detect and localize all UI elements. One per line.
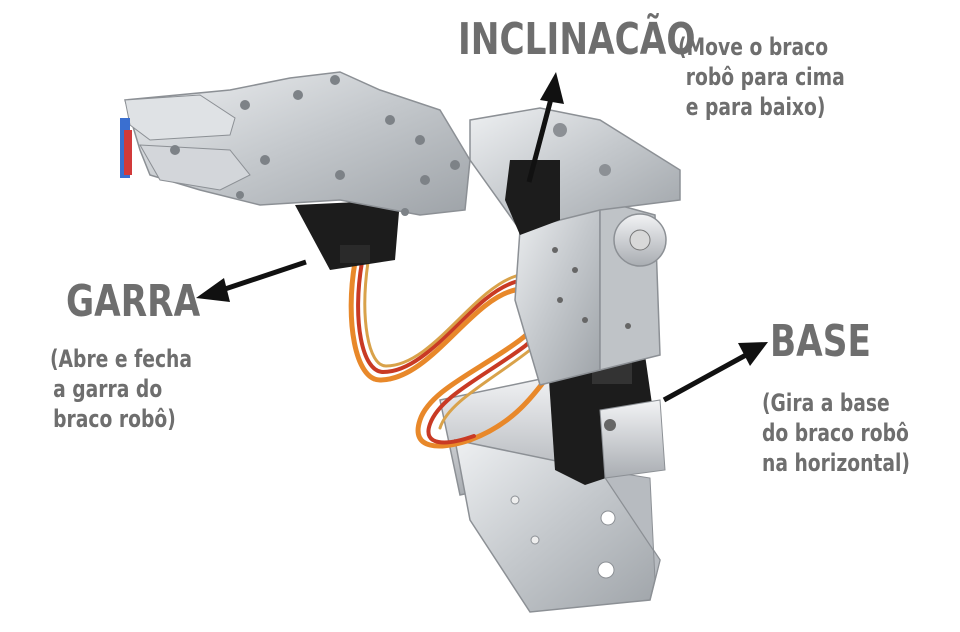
label-base-desc-line: na horizontal) <box>762 449 910 477</box>
label-inclinacao-desc-line: e para baixo) <box>685 93 826 121</box>
shoulder-bracket <box>514 198 667 386</box>
label-inclinacao-desc: (Move o braco robô para cima e para baix… <box>678 32 845 122</box>
claw-gripper <box>120 71 471 216</box>
label-garra-desc: (Abre e fecha a garra do braco robô) <box>50 344 192 434</box>
base-servo <box>548 355 666 485</box>
tilt-bracket <box>469 107 681 235</box>
label-garra-desc-line: (Abre e fecha <box>50 345 193 373</box>
label-inclinacao-desc-line: (Move o braco <box>678 33 829 61</box>
claw-servo <box>295 200 400 270</box>
label-inclinacao-desc-line: robô para cima <box>685 63 845 91</box>
label-base-desc-line: do braco robô <box>762 419 909 447</box>
label-garra-desc-line: braco robô) <box>53 405 176 433</box>
arrow-inclinacao <box>526 72 564 183</box>
label-inclinacao-title: INCLINACÃO <box>458 14 696 65</box>
base-bracket <box>439 374 661 613</box>
label-base-desc-line: (Gira a base <box>762 389 890 417</box>
label-base-title: BASE <box>770 316 871 367</box>
label-garra-desc-line: a garra do <box>53 375 163 403</box>
label-base-desc: (Gira a base do braco robô na horizontal… <box>762 388 910 478</box>
label-garra-title: GARRA <box>66 276 201 327</box>
arrow-garra <box>196 259 307 302</box>
arrow-base <box>662 342 768 403</box>
